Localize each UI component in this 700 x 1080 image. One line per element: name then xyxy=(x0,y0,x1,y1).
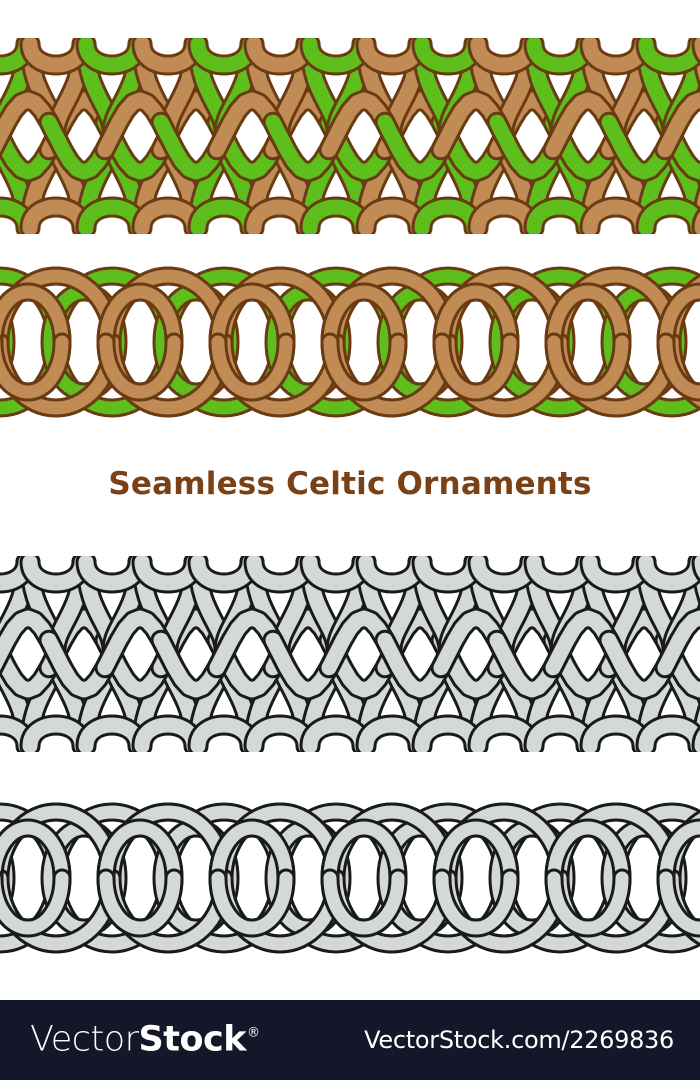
artwork-title: Seamless Celtic Ornaments xyxy=(108,466,592,502)
site-url-label: VectorStock.com/2269836 xyxy=(364,1026,674,1054)
ornament-celtic-knot-braid-color xyxy=(0,38,700,234)
ornament-celtic-ring-chain-color xyxy=(0,262,700,422)
artwork-title-container: Seamless Celtic Ornaments xyxy=(0,466,700,502)
vectorstock-logo: VectorStock® xyxy=(30,1019,261,1060)
registered-trademark-icon: ® xyxy=(247,1025,261,1041)
logo-text-stock: Stock xyxy=(138,1019,247,1060)
ornament-celtic-ring-chain-grey xyxy=(0,798,700,958)
ornament-celtic-knot-braid-grey xyxy=(0,556,700,752)
watermark-footer: VectorStock® VectorStock.com/2269836 xyxy=(0,1000,700,1080)
logo-text-vector: Vector xyxy=(30,1019,139,1060)
